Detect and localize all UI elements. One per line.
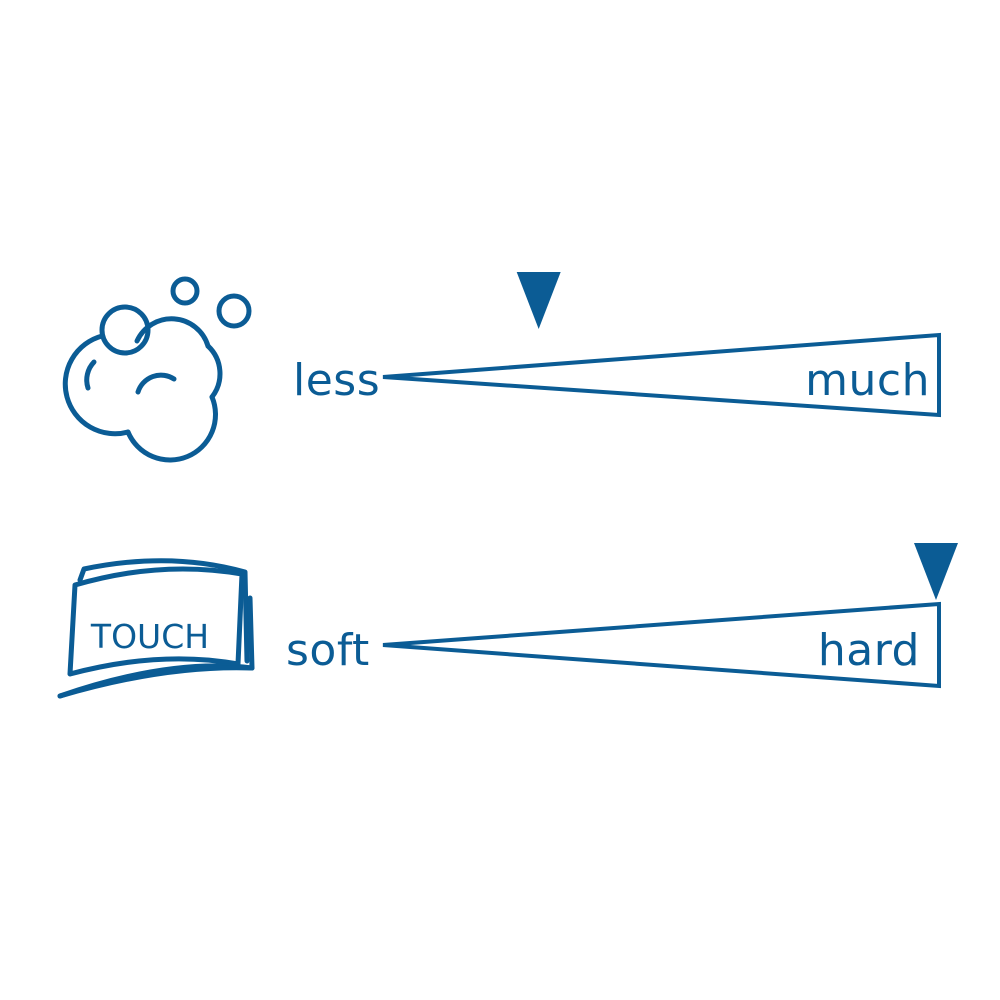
touch-scale-row: TOUCH soft hard — [57, 543, 958, 699]
touch-max-label: hard — [818, 625, 920, 676]
touch-icon-text: TOUCH — [90, 617, 209, 656]
foam-scale-row: less much — [62, 272, 941, 463]
touch-min-label: soft — [286, 625, 370, 676]
touch-scale-wedge — [382, 601, 941, 689]
foam-bubbles-icon — [62, 276, 252, 463]
foam-scale-wedge — [382, 332, 941, 418]
foam-min-label: less — [293, 355, 380, 406]
touch-level-marker — [914, 543, 958, 600]
touch-cloth-icon: TOUCH — [57, 558, 255, 699]
foam-level-marker — [516, 272, 561, 329]
foam-max-label: much — [805, 355, 930, 406]
